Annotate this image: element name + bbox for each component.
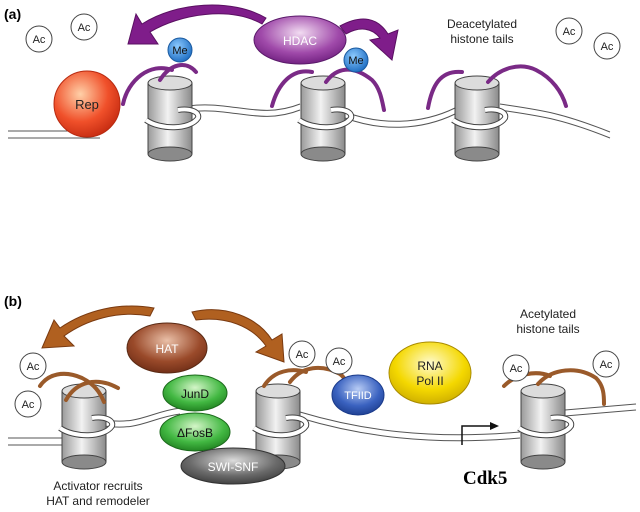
hat-arrow-right (191, 309, 285, 363)
rna-label-line1: RNA (417, 359, 442, 373)
histone-tails-deacetylated (121, 63, 568, 112)
acetyl-group: Ac (25, 25, 53, 53)
methyl-group: Me (343, 47, 369, 73)
dna-strand (499, 103, 611, 139)
rna-label-line2: Pol II (416, 374, 443, 388)
activator-caption-line2: HAT and remodeler (46, 494, 150, 508)
panel-a-label: (a) (4, 6, 21, 22)
svg-text:Me: Me (172, 45, 187, 57)
fosb-label: ΔFosB (177, 426, 213, 440)
acetyl-group: Ac (593, 32, 621, 60)
acetylated-caption-line2: histone tails (516, 322, 579, 336)
nucleosome (58, 383, 116, 470)
svg-text:Ac: Ac (333, 356, 346, 368)
jund-label: JunD (181, 387, 209, 401)
fosb-factor: ΔFosB (159, 412, 231, 452)
hdac-arrow-right (339, 18, 399, 61)
acetyl-group: Ac (555, 17, 583, 45)
dna-strand (299, 411, 521, 442)
dna-strand (187, 103, 301, 117)
panel-b-label: (b) (4, 293, 22, 309)
nucleosome (297, 75, 355, 162)
nucleosome (451, 75, 509, 162)
svg-text:Ac: Ac (510, 363, 523, 375)
acetyl-group: Ac (592, 350, 620, 378)
hdac-arrow-left (127, 4, 267, 45)
tfiid-label: TFIID (344, 390, 372, 402)
rep-label: Rep (75, 97, 99, 112)
rna-pol-ii: RNA Pol II (388, 341, 472, 405)
svg-text:Ac: Ac (78, 22, 91, 34)
transcription-start-arrow (461, 425, 490, 445)
svg-text:Ac: Ac (27, 361, 40, 373)
svg-text:Me: Me (348, 55, 363, 67)
hdac-label: HDAC (283, 34, 317, 48)
tfiid-factor: TFIID (331, 374, 385, 416)
acetyl-group: Ac (325, 347, 353, 375)
acetyl-group: Ac (70, 13, 98, 41)
svg-text:Ac: Ac (563, 26, 576, 38)
rep-repressor: Rep (53, 70, 121, 138)
hdac-enzyme: HDAC (253, 15, 347, 65)
acetyl-group: Ac (14, 390, 42, 418)
arrowhead (490, 422, 499, 430)
svg-text:Ac: Ac (296, 349, 309, 361)
svg-text:Ac: Ac (22, 399, 35, 411)
deacetylated-caption-line2: histone tails (450, 32, 513, 46)
dna-strand (344, 107, 456, 128)
svg-text:Ac: Ac (600, 359, 613, 371)
hat-label: HAT (155, 342, 179, 356)
gene-label: Cdk5 (463, 468, 507, 489)
nucleosome (517, 383, 575, 470)
swi-snf-label: SWI-SNF (208, 460, 259, 474)
nucleosome (144, 75, 202, 162)
acetyl-group: Ac (19, 352, 47, 380)
nucleosome (252, 383, 310, 470)
svg-text:Ac: Ac (33, 34, 46, 46)
acetyl-group: Ac (288, 340, 316, 368)
acetylated-caption-line1: Acetylated (520, 307, 576, 321)
dna-strand (8, 437, 62, 446)
jund-factor: JunD (162, 374, 228, 412)
hat-arrow-left (41, 305, 155, 349)
acetyl-group: Ac (502, 354, 530, 382)
deacetylated-caption-line1: Deacetylated (447, 17, 517, 31)
activator-caption-line1: Activator recruits (53, 479, 142, 493)
hat-enzyme: HAT (126, 322, 208, 374)
svg-text:Ac: Ac (601, 41, 614, 53)
dna-strand (564, 403, 637, 417)
swi-snf-complex: SWI-SNF (180, 447, 286, 485)
methyl-group: Me (167, 37, 193, 63)
